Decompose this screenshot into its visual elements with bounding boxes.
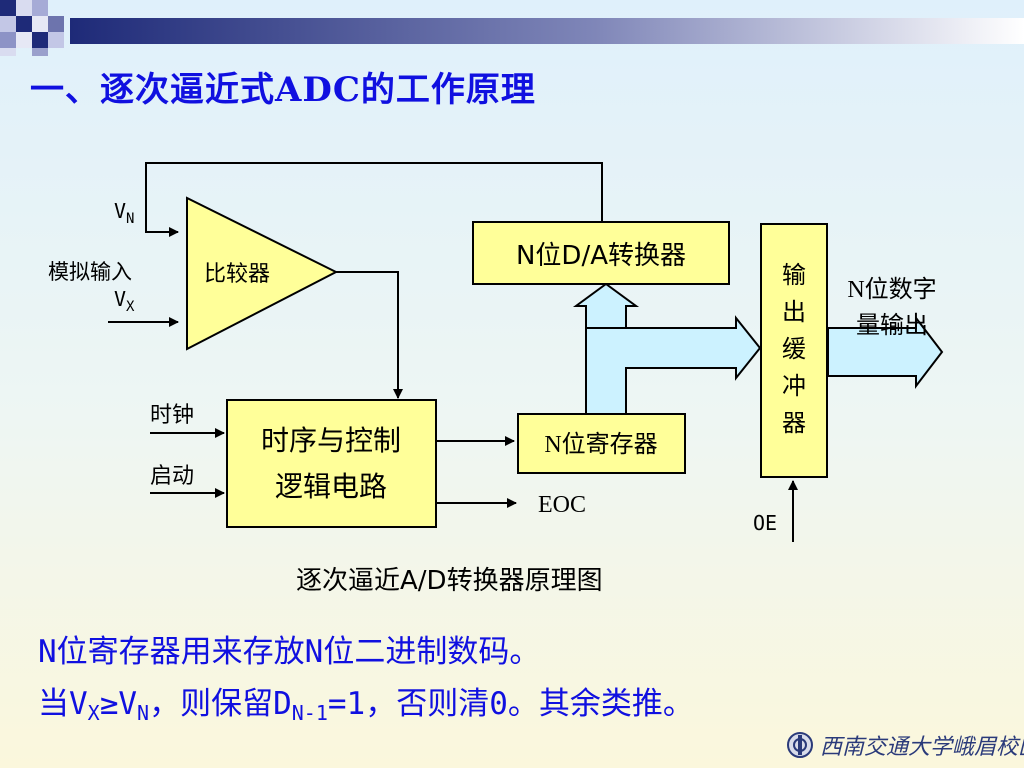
register-to-dac-bus-arrow [585,315,762,415]
vn-label: VN [114,199,134,227]
logic-label-line2: 逻辑电路 [275,470,387,503]
eoc-label: EOC [538,492,586,518]
output-buffer-char-4: 冲 [782,372,806,400]
n-bit-register-block [517,413,686,474]
output-buffer-block [760,223,828,478]
analog-input-label: 模拟输入 [48,260,132,284]
footer-university-name: 西南交通大学峨眉校区 [820,735,1024,760]
university-seal-icon [787,732,813,758]
note-comparison-rule: 当VX≥VN，则保留DN-1=1，否则清0。其余类推。 [38,686,694,725]
oe-label: OE [753,511,777,535]
output-buffer-char-3: 缓 [782,335,806,363]
start-label: 启动 [150,464,194,489]
digital-output-bus-arrow [827,315,944,389]
register-label: N位寄存器 [544,431,657,458]
footer-university-logo: 西南交通大学峨眉校区 [786,730,1024,760]
timing-control-logic-block [226,399,437,528]
dac-block [472,221,730,285]
diagram-caption: 逐次逼近A/D转换器原理图 [296,566,603,596]
comparator-output-wire [336,271,403,399]
output-buffer-char-2: 出 [782,298,806,326]
note-register-purpose: N位寄存器用来存放N位二进制数码。 [38,634,541,670]
dac-label: N位D/A转换器 [516,241,686,271]
clock-label: 时钟 [150,403,194,428]
comparator-block [186,196,339,351]
feedback-wire [145,162,603,237]
page-title: 一、逐次逼近式ADC的工作原理 [30,70,536,110]
digital-output-label-line1: N位数字 [847,276,936,303]
vx-label: VX [114,287,135,315]
comparator-label: 比较器 [204,262,270,287]
output-buffer-char-5: 器 [782,409,806,437]
output-buffer-char-1: 输 [782,261,806,289]
bus-up-arrow-to-dac [572,282,640,329]
digital-output-label-line2: 量输出 [856,312,928,339]
logic-label-line1: 时序与控制 [261,424,401,457]
top-decoration-bar [0,0,1024,56]
